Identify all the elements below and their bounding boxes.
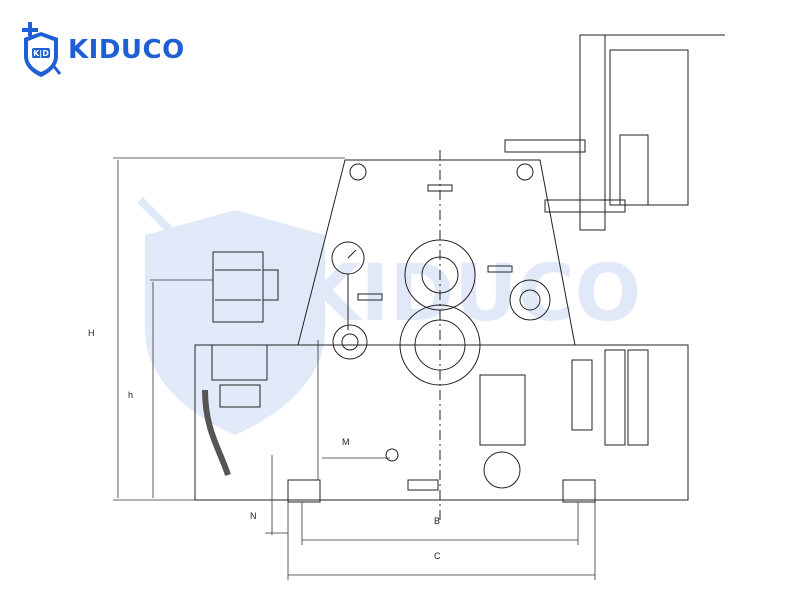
upper-gear-bore: [421, 256, 459, 294]
lower-arm: [544, 199, 626, 213]
watermark: KIDUCO: [137, 197, 641, 435]
motor-coupling: [262, 269, 279, 301]
upper-gear-cover: [404, 239, 476, 311]
dim-label-H: H: [88, 328, 95, 338]
svg-text:K|D: K|D: [33, 49, 49, 58]
pump-base: [219, 384, 261, 408]
brand-name: KIDUCO: [68, 35, 185, 65]
mechanism-box: [619, 134, 649, 206]
horizontal-arm: [504, 139, 586, 153]
lifting-eye-right: [516, 163, 534, 181]
oil-tank-outline: [194, 344, 689, 501]
right-valve-flange: [509, 279, 551, 321]
left-foot: [287, 479, 321, 503]
watermark-text: KIDUCO: [300, 249, 641, 339]
level-indicator: [571, 359, 593, 431]
gauge-needle: [347, 249, 357, 259]
lower-gear-bore: [414, 319, 466, 371]
dim-label-C: C: [434, 551, 441, 561]
pump-block: [211, 344, 268, 381]
lower-gear-cover: [399, 304, 481, 386]
vertical-frame: [579, 34, 606, 231]
dim-label-B: B: [434, 516, 440, 526]
dim-label-M: M: [342, 437, 350, 447]
return-filter-1: [604, 349, 626, 446]
drain-fitting: [385, 448, 399, 462]
suction-hose: [202, 389, 231, 476]
nameplate: [427, 184, 453, 192]
dim-label-h: h: [128, 390, 133, 400]
drain-valve: [407, 479, 439, 491]
upper-cabinet: [609, 49, 689, 206]
dim-label-N: N: [250, 511, 257, 521]
return-filter-2: [627, 349, 649, 446]
shield-logo-icon: K|D: [22, 22, 62, 77]
lifting-eye-left: [349, 163, 367, 181]
filter-bowl: [483, 451, 521, 489]
right-valve-bore: [519, 289, 541, 311]
left-valve-bore: [341, 333, 359, 351]
filter-housing: [479, 374, 526, 446]
left-valve-flange: [332, 324, 368, 360]
label-plate: [487, 265, 513, 273]
label-plate-small: [357, 293, 383, 301]
right-foot: [562, 479, 596, 503]
brand-logo: K|D KIDUCO: [18, 20, 185, 80]
gearbox-housing: [297, 159, 576, 346]
